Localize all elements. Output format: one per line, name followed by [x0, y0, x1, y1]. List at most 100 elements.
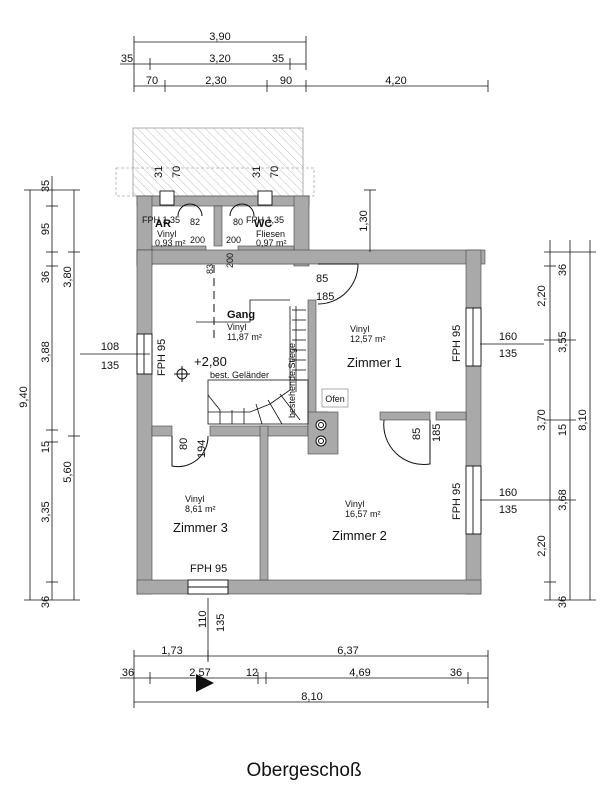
railing-line [196, 299, 290, 323]
page-title: Obergeschoß [246, 760, 361, 781]
dim-left-f: 15 [40, 441, 52, 453]
dim-top-r2-c: 35 [272, 53, 284, 65]
dim-top-r1: 3,90 [209, 31, 230, 43]
oven-box [321, 388, 349, 408]
gang-floor: Vinyl [227, 322, 246, 332]
dim-left-win-a: 108 [101, 341, 119, 353]
dim-bottom-r1-a: 1,73 [161, 645, 182, 657]
dim-top-r3-b: 2,30 [205, 75, 226, 87]
staircase [207, 306, 309, 425]
z3-name: Zimmer 3 [173, 520, 228, 535]
wc-width: 80 [233, 217, 243, 227]
dim-right-z1-h: 1,30 [358, 210, 370, 231]
z3-floor: Vinyl [185, 494, 204, 504]
dim-left-c: 36 [40, 271, 52, 283]
chimney-flue-1 [315, 419, 327, 431]
dim-right-w1-a: 160 [499, 331, 517, 343]
dim-top-r3-d: 4,20 [385, 75, 406, 87]
z2-floor: Vinyl [345, 499, 364, 509]
chimney-flue-2-inner [318, 438, 324, 444]
z3-door-h: 194 [196, 440, 208, 458]
z1-door-h: 185 [316, 291, 334, 303]
gang-area: 11,87 m² [227, 332, 262, 342]
dim-left-e: 3,88 [40, 341, 52, 362]
dim-bottom-door-a: 110 [197, 610, 209, 628]
dim-right-h: 36 [557, 596, 569, 608]
z2-door-h: 185 [431, 424, 443, 442]
dim-bottom-r2-d: 4,69 [349, 667, 370, 679]
dim-right-e: 15 [557, 424, 569, 436]
ar-fph: FPH 1,35 [142, 215, 180, 225]
dim-right-total: 8,10 [577, 409, 589, 430]
gang-stairs: bestehende Stiege [287, 343, 297, 418]
window-west-fph: FPH 95 [156, 339, 168, 376]
gang-d200: 200 [225, 253, 235, 268]
wc-name: WC [254, 218, 272, 230]
dim-bottom-r1-b: 6,37 [337, 645, 358, 657]
level-marker [174, 366, 190, 382]
dim-bottom-r2-a: 36 [122, 667, 134, 679]
z1-floor: Vinyl [350, 324, 369, 334]
z1-door-w: 85 [316, 273, 328, 285]
dim-bottom-r2-c: 12 [246, 667, 258, 679]
dim-right-w2-b: 135 [499, 504, 517, 516]
wc-area: 0,97 m² [256, 238, 287, 248]
z3-door-w: 80 [178, 438, 190, 450]
dim-right-c: 3,55 [557, 331, 569, 352]
ar-width: 82 [190, 217, 200, 227]
chimney-flue-2 [315, 435, 327, 447]
window-east2-fph: FPH 95 [451, 483, 463, 520]
ar-floor: Vinyl [157, 229, 176, 239]
dim-bottom-r2-b: 2,57 [189, 667, 210, 679]
roof-hatched-area [132, 127, 304, 197]
dim-left-total: 9,40 [18, 386, 30, 407]
gang-name: Gang [227, 309, 255, 321]
dimension-lines [24, 36, 596, 708]
dim-right-f: 3,68 [557, 489, 569, 510]
dim-right-a: 36 [557, 264, 569, 276]
gang-railing: best. Geländer [210, 370, 269, 380]
dim-left-a: 35 [40, 180, 52, 192]
dim-left-h: 5,60 [62, 461, 74, 482]
dim-right-g: 2,20 [536, 535, 548, 556]
ar-name: AR [155, 218, 171, 230]
dim-right-d: 3,70 [536, 409, 548, 430]
z1-area: 12,57 m² [350, 334, 386, 344]
ar-area: 0,93 m² [155, 238, 186, 248]
gang-d83: 83 [205, 264, 215, 274]
balcony-r31: 31 [251, 166, 263, 178]
ar-door-height: 200 [190, 235, 205, 245]
balcony-r70: 70 [269, 166, 281, 178]
dim-bottom-r2-e: 36 [450, 667, 462, 679]
z2-door-w: 85 [411, 428, 423, 440]
window-east1-fph: FPH 95 [451, 325, 463, 362]
z2-area: 16,57 m² [345, 509, 381, 519]
dim-right-b: 2,20 [536, 285, 548, 306]
balcony-l31: 31 [153, 166, 165, 178]
dim-left-b: 95 [40, 223, 52, 235]
dim-right-w1-b: 135 [499, 348, 517, 360]
dim-top-r3-a: 70 [146, 75, 158, 87]
balcony-l70: 70 [171, 166, 183, 178]
z2-name: Zimmer 2 [332, 528, 387, 543]
dim-left-i: 36 [40, 596, 52, 608]
dim-top-r3-c: 90 [280, 75, 292, 87]
z1-name: Zimmer 1 [347, 355, 402, 370]
dim-left-win-b: 135 [101, 360, 119, 372]
dim-top-r2-a: 35 [121, 53, 133, 65]
dim-bottom-r3: 8,10 [301, 691, 322, 703]
z3-area: 8,61 m² [185, 504, 216, 514]
dim-top-r2-b: 3,20 [209, 53, 230, 65]
wc-floor: Fliesen [256, 229, 285, 239]
chimney-flue-1-inner [318, 422, 324, 428]
section-marker-arrow [196, 674, 214, 692]
oven-label: Ofen [325, 394, 345, 404]
wc-door-height: 200 [226, 235, 241, 245]
dim-left-g: 3,35 [40, 501, 52, 522]
dim-bottom-door-b: 135 [215, 614, 227, 632]
z3-fph: FPH 95 [190, 563, 227, 575]
dim-left-d: 3,80 [62, 266, 74, 287]
dim-right-w2-a: 160 [499, 487, 517, 499]
gang-level: +2,80 [194, 354, 227, 369]
